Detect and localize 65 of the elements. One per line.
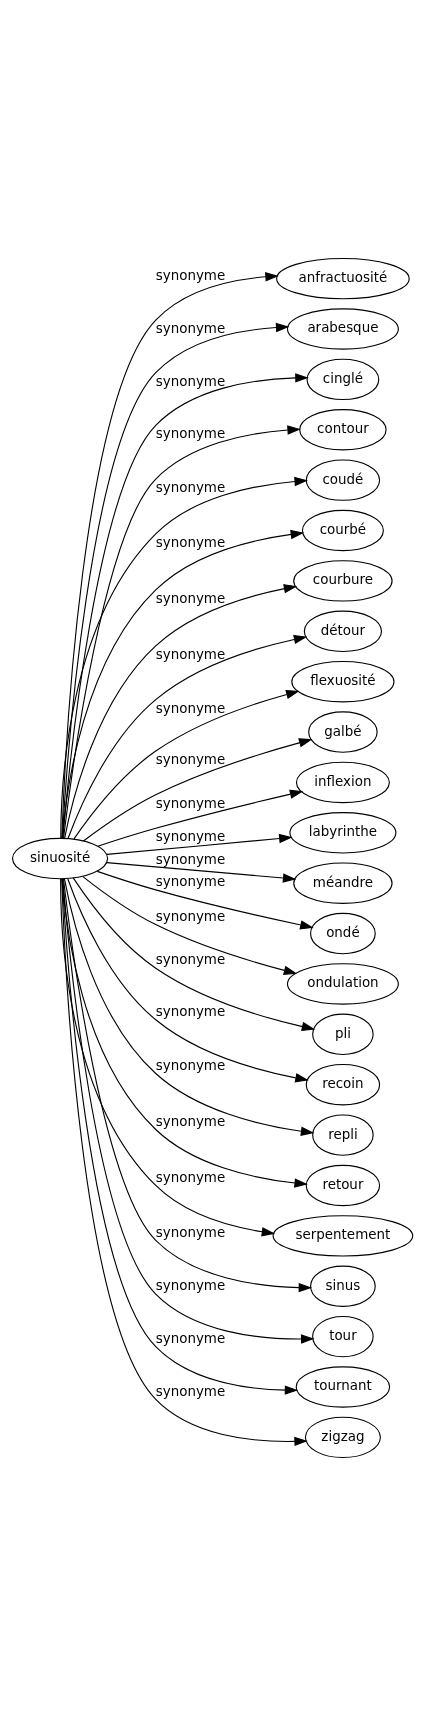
node-ellipse: retour [305, 1164, 381, 1206]
arrow [67, 634, 308, 839]
arrow [106, 833, 293, 855]
edge-label: synonyme [155, 1003, 226, 1019]
edge-label: synonyme [155, 828, 226, 844]
arrow [61, 877, 308, 1188]
arrow [97, 789, 304, 847]
edge-label: synonyme [155, 373, 226, 389]
edge-label: synonyme [155, 534, 226, 550]
edge-label: synonyme [155, 1057, 226, 1073]
node-ellipse: arabesque [286, 307, 399, 350]
node-ellipse: recoin [305, 1063, 381, 1105]
node-ellipse: serpentement [272, 1214, 414, 1257]
arrow [96, 870, 314, 930]
node-ellipse: contour [299, 408, 387, 450]
node-ellipse: tournant [295, 1365, 391, 1408]
arrow [73, 689, 300, 839]
node-ellipse: tour [312, 1315, 374, 1357]
arrow [82, 737, 313, 842]
arrow [67, 877, 309, 1082]
edge-label: synonyme [155, 1169, 226, 1185]
node-ellipse: flexuosité [291, 660, 395, 702]
node-ellipse: détour [303, 610, 383, 652]
node-ellipse: courbé [301, 509, 384, 551]
node-ellipse: galbé [308, 710, 378, 753]
edge-label: synonyme [155, 751, 226, 767]
node-ellipse: labyrinthe [289, 811, 397, 853]
arrow [61, 529, 305, 839]
edge-label: synonyme [155, 1277, 226, 1293]
node-ellipse: sinuosité [11, 837, 109, 879]
edge-label: synonyme [155, 425, 226, 441]
arrow [72, 876, 316, 1031]
edge-label: synonyme [155, 1113, 226, 1129]
node-ellipse: pli [312, 1013, 374, 1055]
edge-label: synonyme [155, 1330, 226, 1346]
arrow [82, 875, 298, 975]
edge-label: synonyme [155, 479, 226, 495]
edge-label: synonyme [155, 951, 226, 967]
arrow [106, 861, 297, 883]
edge-label: synonyme [155, 267, 226, 283]
edge-label: synonyme [155, 795, 226, 811]
edge-label: synonyme [155, 1224, 226, 1240]
edge-label: synonyme [155, 320, 226, 336]
node-ellipse: méandre [293, 862, 393, 904]
edge-label: synonyme [155, 873, 226, 889]
edge-label: synonyme [155, 590, 226, 606]
node-ellipse: repli [312, 1113, 374, 1156]
arrow [64, 583, 298, 839]
arrow [60, 877, 276, 1236]
node-ellipse: zigzag [304, 1416, 381, 1458]
node-ellipse: ondulation [286, 962, 399, 1005]
edge-label: synonyme [155, 700, 226, 716]
node-ellipse: anfractuosité [276, 257, 410, 299]
node-ellipse: ondé [310, 912, 376, 954]
node-ellipse: sinus [310, 1265, 376, 1307]
edge-label: synonyme [155, 851, 226, 867]
arrow [60, 476, 308, 839]
arrow [63, 877, 315, 1136]
node-ellipse: inflexion [295, 761, 390, 803]
edge-label: synonyme [155, 1383, 226, 1398]
node-ellipse: courbure [293, 559, 393, 602]
node-ellipse: coudé [305, 458, 381, 501]
edge-label: synonyme [155, 908, 226, 924]
edge-label: synonyme [155, 646, 226, 662]
node-ellipse: cinglé [306, 358, 380, 400]
